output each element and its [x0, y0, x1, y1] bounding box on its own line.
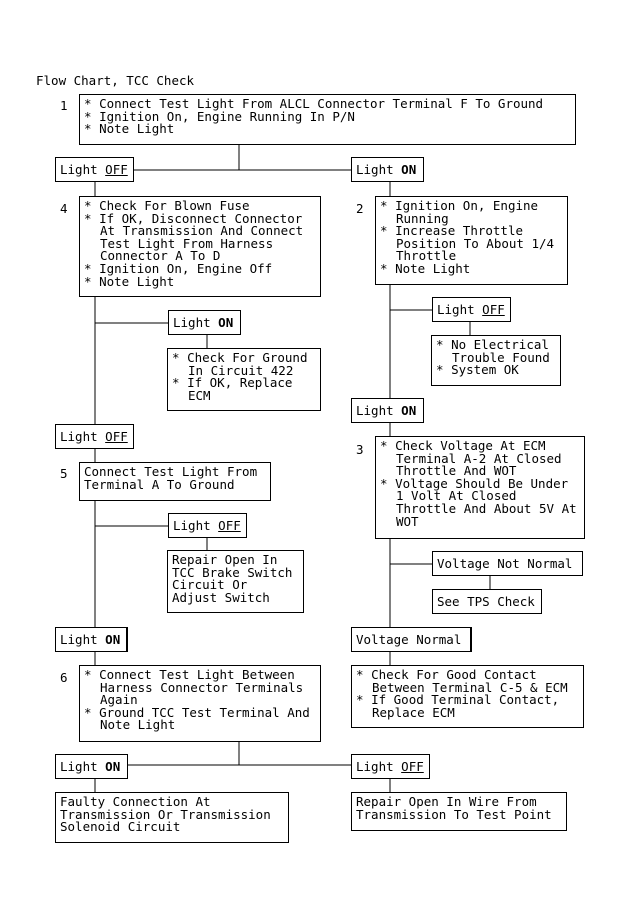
label-voltage-not-normal: Voltage Not Normal	[432, 551, 583, 576]
no-electrical-item: System OK	[436, 364, 556, 377]
label-text: Light	[356, 759, 394, 774]
step5-box: Connect Test Light From Terminal A To Gr…	[79, 462, 271, 501]
step-number-1: 1	[60, 98, 68, 113]
step6-item: Connect Test Light Between Harness Conne…	[84, 668, 316, 707]
label-text: Light	[60, 162, 98, 177]
label-state: ON	[401, 403, 417, 418]
step3-item: Voltage Should Be Under 1 Volt At Closed…	[380, 477, 580, 528]
ground-check-item: If OK, Replace ECM	[172, 376, 316, 402]
label-text: Light	[60, 429, 98, 444]
step2-item: Ignition On, Engine Running	[380, 199, 563, 225]
step3-item: Check Voltage At ECM Terminal A-2 At Clo…	[380, 439, 580, 478]
label-light-off-2: Light OFF	[432, 297, 511, 322]
label-voltage-normal: Voltage Normal	[351, 627, 472, 652]
step6-box: Connect Test Light Between Harness Conne…	[79, 665, 321, 742]
label-state: OFF	[105, 162, 128, 177]
step3-box: Check Voltage At ECM Terminal A-2 At Clo…	[375, 436, 585, 539]
step6-item: Ground TCC Test Terminal And Note Light	[84, 706, 316, 732]
page-title: Flow Chart, TCC Check	[36, 73, 195, 88]
label-text: Light	[356, 403, 394, 418]
step4-item: Note Light	[84, 275, 316, 289]
step-number-5: 5	[60, 466, 68, 481]
ground-check-box: Check For Ground In Circuit 422 If OK, R…	[167, 348, 321, 411]
step4-item: If OK, Disconnect Connector At Transmiss…	[84, 212, 316, 263]
label-light-on-1: Light ON	[351, 157, 424, 182]
label-light-on-5: Light ON	[55, 754, 128, 779]
ground-check-item: Check For Ground In Circuit 422	[172, 351, 316, 377]
label-text: Light	[60, 759, 98, 774]
faulty-connection-box: Faulty Connection At Transmission Or Tra…	[55, 792, 289, 843]
step1-box: Connect Test Light From ALCL Connector T…	[79, 94, 576, 145]
label-state: OFF	[105, 429, 128, 444]
label-state: ON	[401, 162, 417, 177]
label-state: OFF	[482, 302, 505, 317]
step-number-2: 2	[356, 201, 364, 216]
label-light-off-5: Light OFF	[351, 754, 430, 779]
label-text: Light	[356, 162, 394, 177]
label-light-off-3: Light OFF	[55, 424, 134, 449]
repair-tcc-box: Repair Open In TCC Brake Switch Circuit …	[167, 550, 304, 613]
no-electrical-box: No Electrical Trouble Found System OK	[431, 335, 561, 386]
label-state: ON	[218, 315, 234, 330]
label-state: OFF	[218, 518, 241, 533]
no-electrical-item: No Electrical Trouble Found	[436, 338, 556, 364]
label-text: Light	[173, 315, 211, 330]
label-light-on-2: Light ON	[168, 310, 241, 335]
step-number-3: 3	[356, 442, 364, 457]
label-state: ON	[105, 759, 121, 774]
label-text: Light	[173, 518, 211, 533]
step4-box: Check For Blown Fuse If OK, Disconnect C…	[79, 196, 321, 297]
step-number-6: 6	[60, 670, 68, 685]
step2-item: Note Light	[380, 262, 563, 276]
step2-item: Increase Throttle Position To About 1/4 …	[380, 224, 563, 263]
contact-check-box: Check For Good Contact Between Terminal …	[351, 665, 584, 728]
contact-check-item: Check For Good Contact Between Terminal …	[356, 668, 579, 694]
contact-check-item: If Good Terminal Contact, Replace ECM	[356, 693, 579, 719]
step1-item: Note Light	[84, 123, 571, 136]
tps-check-box: See TPS Check	[432, 589, 542, 614]
label-text: Light	[437, 302, 475, 317]
label-state: OFF	[401, 759, 424, 774]
label-light-off-4: Light OFF	[168, 513, 247, 538]
label-light-off-1: Light OFF	[55, 157, 134, 182]
step1-item: Ignition On, Engine Running In P/N	[84, 110, 571, 124]
step2-box: Ignition On, Engine Running Increase Thr…	[375, 196, 568, 285]
step4-item: Check For Blown Fuse	[84, 199, 316, 213]
step1-item: Connect Test Light From ALCL Connector T…	[84, 97, 571, 111]
label-light-on-4: Light ON	[55, 627, 128, 652]
step-number-4: 4	[60, 201, 68, 216]
label-state: ON	[105, 632, 121, 647]
label-text: Light	[60, 632, 98, 647]
repair-wire-box: Repair Open In Wire From Transmission To…	[351, 792, 567, 831]
step4-item: Ignition On, Engine Off	[84, 262, 316, 276]
label-light-on-3: Light ON	[351, 398, 424, 423]
